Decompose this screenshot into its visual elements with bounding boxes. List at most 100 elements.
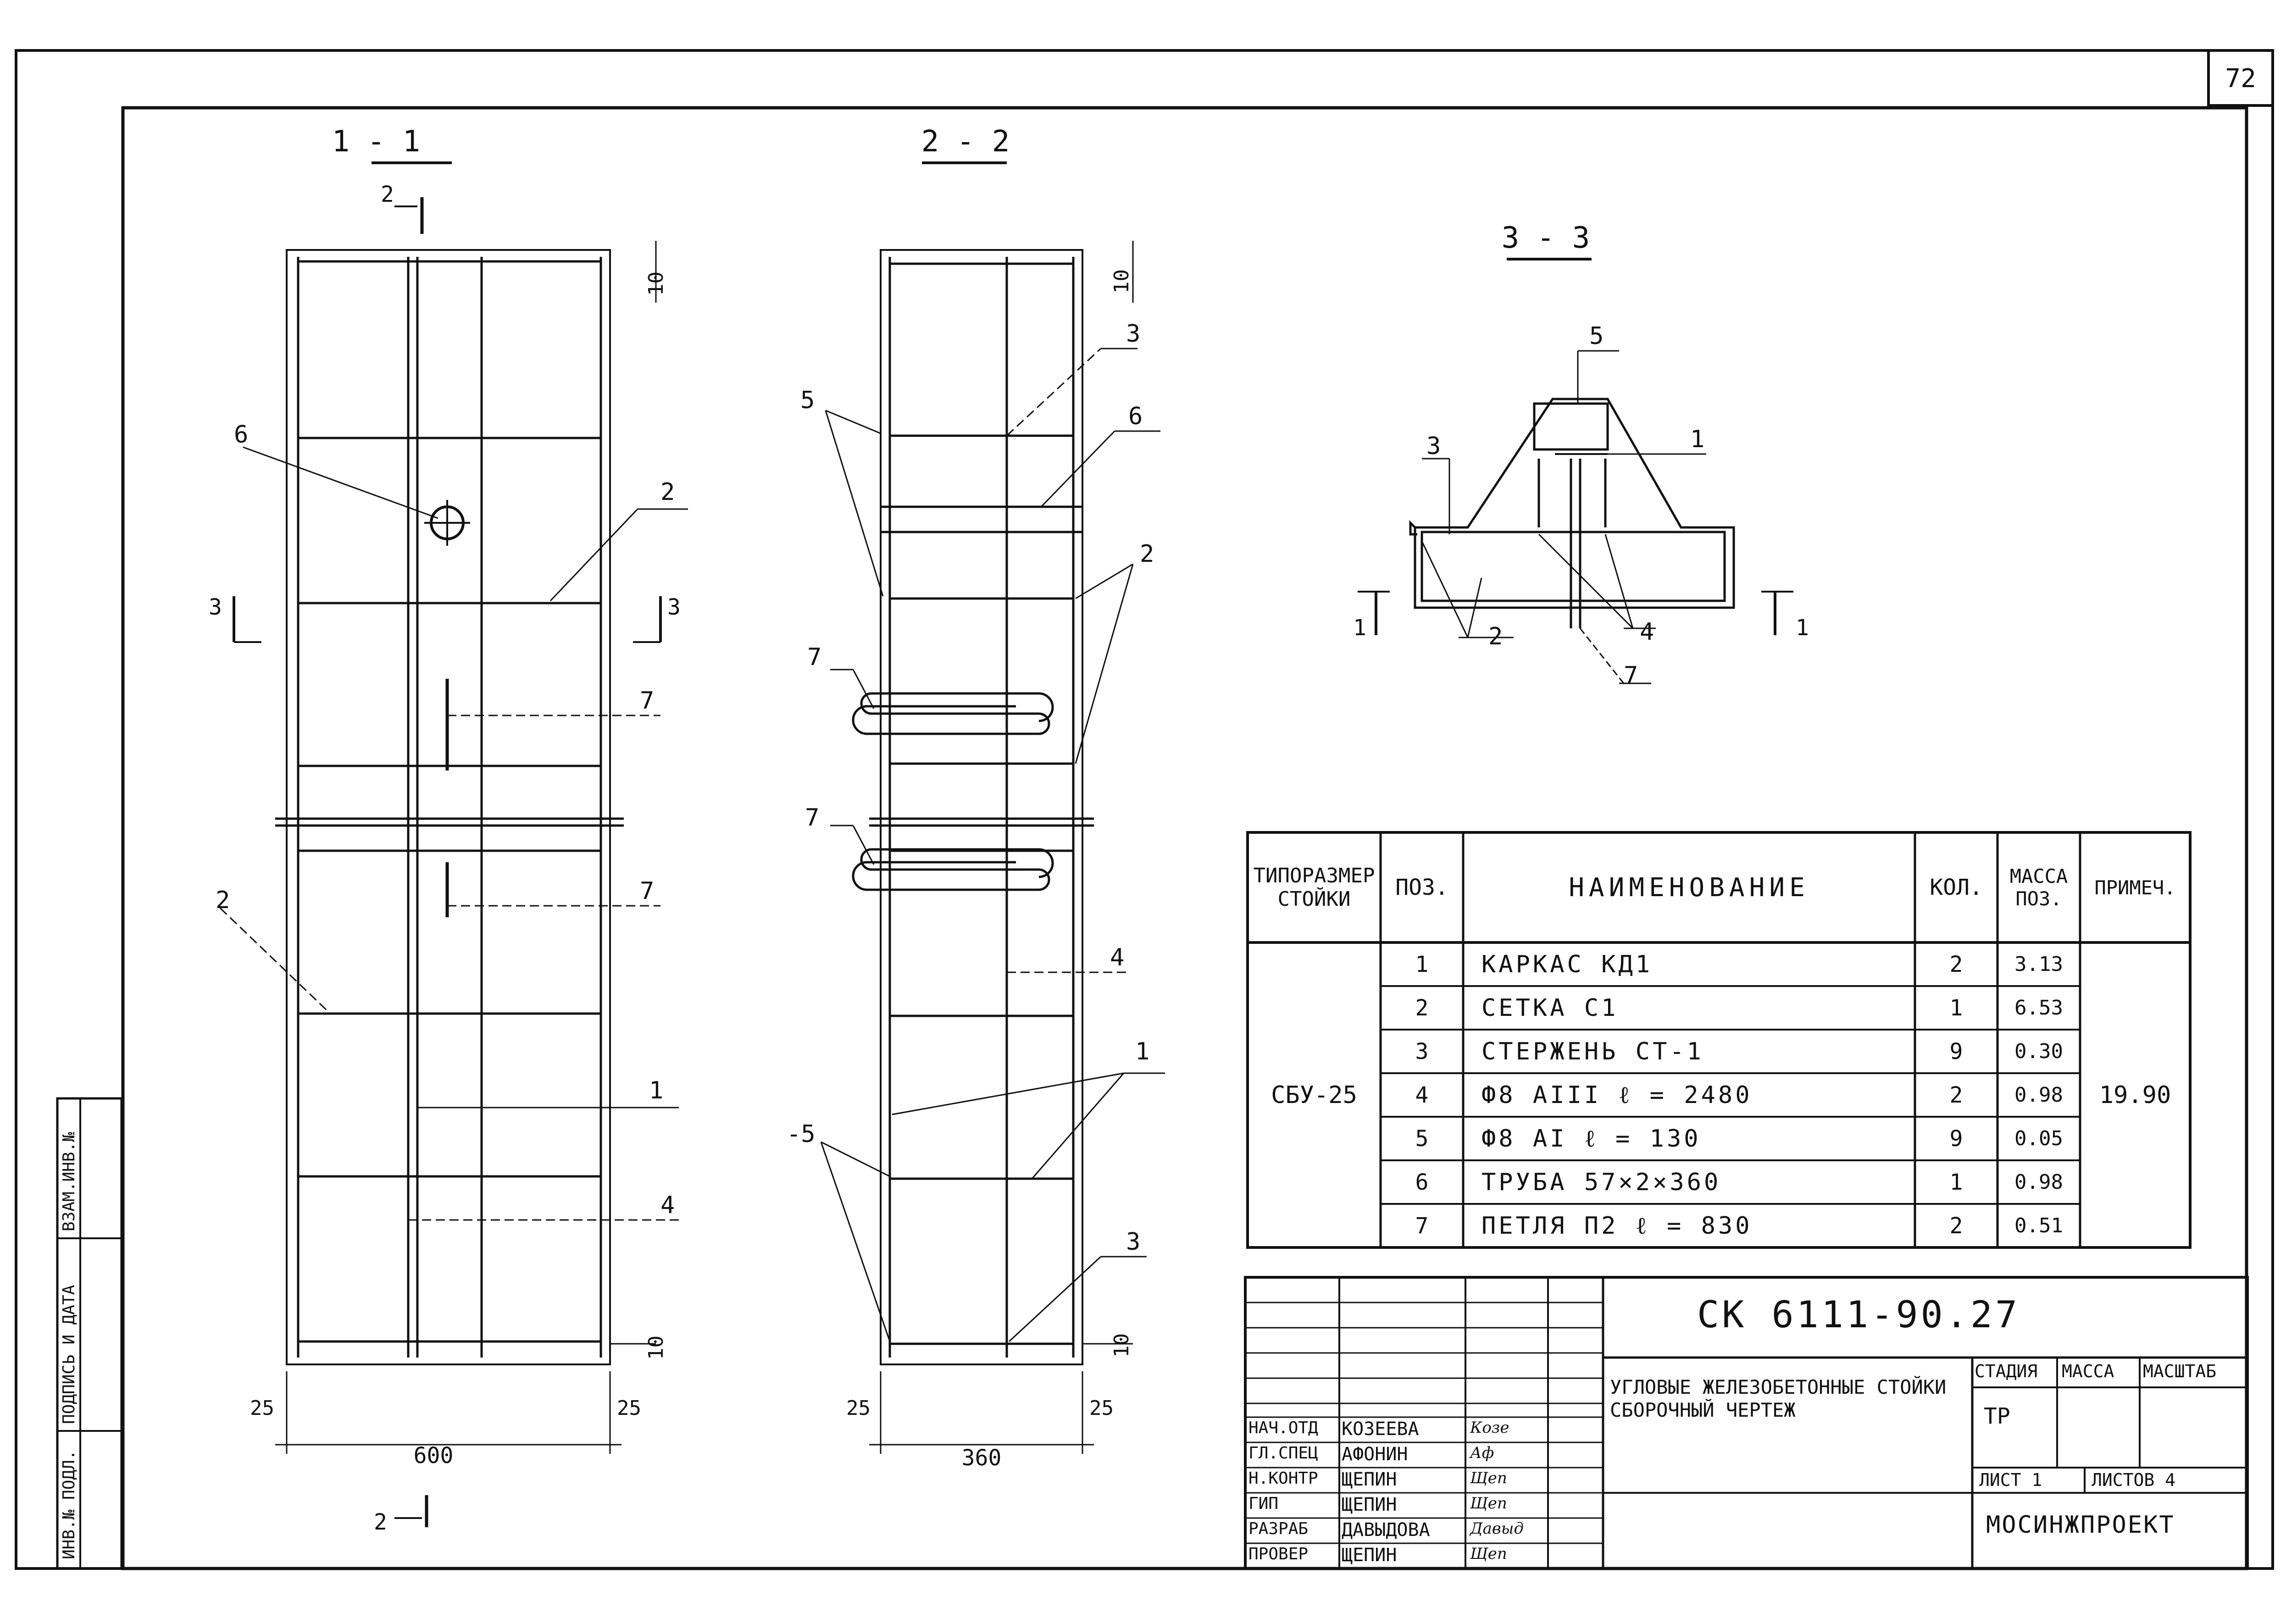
row-qty: 2 bbox=[1949, 1082, 1963, 1108]
svg-text:1: 1 bbox=[1796, 615, 1809, 641]
mass-header: МАССА bbox=[2062, 1361, 2114, 1381]
inner-frame bbox=[121, 106, 2248, 1570]
row-mass: 6.53 bbox=[2014, 996, 2063, 1020]
svg-text:3: 3 bbox=[1126, 320, 1140, 348]
row-mass: 0.51 bbox=[2014, 1214, 2063, 1237]
row-qty: 9 bbox=[1949, 1038, 1963, 1064]
person-name: ЩЕПИН bbox=[1342, 1469, 1397, 1490]
svg-text:3: 3 bbox=[667, 594, 681, 620]
organization: МОСИНЖПРОЕКТ bbox=[1986, 1511, 2175, 1539]
svg-text:-5: -5 bbox=[787, 1120, 816, 1148]
svg-text:2: 2 bbox=[216, 887, 230, 914]
header-note: ПРИМЕЧ. bbox=[2094, 876, 2176, 899]
svg-text:25: 25 bbox=[846, 1397, 871, 1420]
svg-text:2: 2 bbox=[374, 1509, 387, 1535]
person-name: КОЗЕЕВА bbox=[1342, 1419, 1419, 1440]
row-name: СТЕРЖЕНЬ СТ-1 bbox=[1481, 1037, 1704, 1065]
sheets-total: ЛИСТОВ 4 bbox=[2092, 1470, 2176, 1490]
role-label: ГЛ.СПЕЦ bbox=[1248, 1444, 1318, 1463]
section-1-1-title: 1 - 1 bbox=[332, 125, 421, 159]
row-pos: 3 bbox=[1415, 1038, 1429, 1064]
svg-text:1: 1 bbox=[1135, 1038, 1149, 1065]
row-mass: 0.98 bbox=[2014, 1170, 2063, 1194]
note-value: 19.90 bbox=[2099, 1081, 2171, 1109]
sheet-number: 72 bbox=[2225, 64, 2256, 94]
row-mass: 0.05 bbox=[2014, 1127, 2063, 1150]
svg-text:2: 2 bbox=[1140, 540, 1154, 568]
svg-text:5: 5 bbox=[1589, 322, 1604, 350]
svg-text:600: 600 bbox=[414, 1443, 454, 1469]
person-name: ЩЕПИН bbox=[1342, 1494, 1397, 1515]
row-name: ПЕТЛЯ П2 ℓ = 830 bbox=[1481, 1212, 1753, 1240]
svg-text:1: 1 bbox=[1353, 615, 1366, 641]
svg-text:10: 10 bbox=[644, 1336, 668, 1360]
svg-text:2: 2 bbox=[381, 182, 394, 207]
role-label: РАЗРАБ bbox=[1248, 1519, 1309, 1538]
person-name: АФОНИН bbox=[1342, 1444, 1408, 1465]
svg-text:4: 4 bbox=[660, 1192, 675, 1219]
svg-text:7: 7 bbox=[640, 877, 654, 905]
row-mass: 0.98 bbox=[2014, 1083, 2063, 1107]
svg-text:1: 1 bbox=[649, 1077, 663, 1104]
stamp-sign-date: ПОДПИСЬ И ДАТА bbox=[60, 1285, 78, 1424]
stamp-replace-inv: ВЗАМ.ИНВ.№ bbox=[60, 1132, 78, 1231]
role-label: НАЧ.ОТД bbox=[1248, 1419, 1318, 1437]
row-pos: 7 bbox=[1415, 1213, 1429, 1239]
sheet-number-box bbox=[2207, 49, 2274, 107]
svg-text:5: 5 bbox=[800, 387, 815, 414]
section-1-1: 1 - 1 2 6 2 bbox=[209, 125, 688, 1535]
svg-text:3: 3 bbox=[1126, 1228, 1140, 1256]
row-pos: 2 bbox=[1415, 995, 1429, 1021]
svg-text:10: 10 bbox=[1110, 1333, 1133, 1358]
row-qty: 2 bbox=[1949, 951, 1963, 977]
svg-text:25: 25 bbox=[1089, 1397, 1114, 1420]
person-name: ДАВЫДОВА bbox=[1342, 1519, 1430, 1541]
svg-text:3: 3 bbox=[1426, 432, 1441, 460]
person-signature: Аф bbox=[1470, 1444, 1494, 1462]
person-signature: Щеп bbox=[1470, 1494, 1507, 1513]
scale-header: МАСШТАБ bbox=[2143, 1361, 2217, 1381]
svg-text:6: 6 bbox=[1128, 403, 1143, 430]
header-mass: МАССА ПОЗ. bbox=[2009, 865, 2068, 910]
stage-header: СТАДИЯ bbox=[1975, 1361, 2038, 1381]
doc-code: СК 6111-90.27 bbox=[1697, 1293, 2020, 1336]
type-size-value: СБУ-25 bbox=[1271, 1081, 1357, 1109]
sheet-value: ЛИСТ 1 bbox=[1979, 1470, 2042, 1490]
person-signature: Щеп bbox=[1470, 1469, 1507, 1487]
row-qty: 2 bbox=[1949, 1213, 1963, 1239]
person-signature: Щеп bbox=[1470, 1545, 1507, 1563]
header-name: НАИМЕНОВАНИЕ bbox=[1569, 872, 1809, 903]
row-name: ТРУБА 57×2×360 bbox=[1481, 1168, 1721, 1196]
row-qty: 1 bbox=[1949, 1169, 1963, 1195]
row-mass: 3.13 bbox=[2014, 953, 2063, 976]
section-2-2: 2 - 2 3 5 6 2 7 bbox=[787, 125, 1165, 1471]
row-pos: 6 bbox=[1415, 1169, 1429, 1195]
section-3-3-title: 3 - 3 bbox=[1502, 221, 1590, 255]
header-type-size: ТИПОРАЗМЕР СТОЙКИ bbox=[1253, 864, 1375, 911]
svg-text:7: 7 bbox=[1624, 662, 1638, 689]
row-pos: 5 bbox=[1415, 1125, 1429, 1152]
role-label: ПРОВЕР bbox=[1248, 1545, 1309, 1563]
svg-text:10: 10 bbox=[1110, 269, 1133, 294]
person-signature: Давыд bbox=[1470, 1519, 1524, 1538]
svg-text:2: 2 bbox=[1488, 623, 1503, 650]
row-qty: 1 bbox=[1949, 995, 1963, 1021]
row-name: СЕТКА С1 bbox=[1481, 994, 1619, 1022]
svg-text:2: 2 bbox=[660, 478, 675, 506]
svg-text:25: 25 bbox=[617, 1397, 641, 1420]
row-pos: 1 bbox=[1415, 951, 1429, 977]
role-label: ГИП bbox=[1248, 1494, 1279, 1513]
section-3-3: 3 - 3 5 1 3 2 4 7 1 1 bbox=[1353, 221, 1809, 689]
svg-text:360: 360 bbox=[962, 1445, 1002, 1471]
svg-text:4: 4 bbox=[1110, 944, 1124, 971]
stamp-inv-no: ИНВ.№ ПОДЛ. bbox=[60, 1450, 78, 1559]
stage-value: ТР bbox=[1984, 1403, 2010, 1429]
row-pos: 4 bbox=[1415, 1082, 1429, 1108]
row-qty: 9 bbox=[1949, 1125, 1963, 1152]
svg-text:6: 6 bbox=[234, 421, 248, 449]
svg-text:25: 25 bbox=[250, 1397, 274, 1420]
side-stamp: ИНВ.№ ПОДЛ. ПОДПИСЬ И ДАТА ВЗАМ.ИНВ.№ bbox=[56, 1097, 123, 1570]
svg-text:4: 4 bbox=[1640, 618, 1654, 646]
role-label: Н.КОНТР bbox=[1248, 1469, 1318, 1488]
